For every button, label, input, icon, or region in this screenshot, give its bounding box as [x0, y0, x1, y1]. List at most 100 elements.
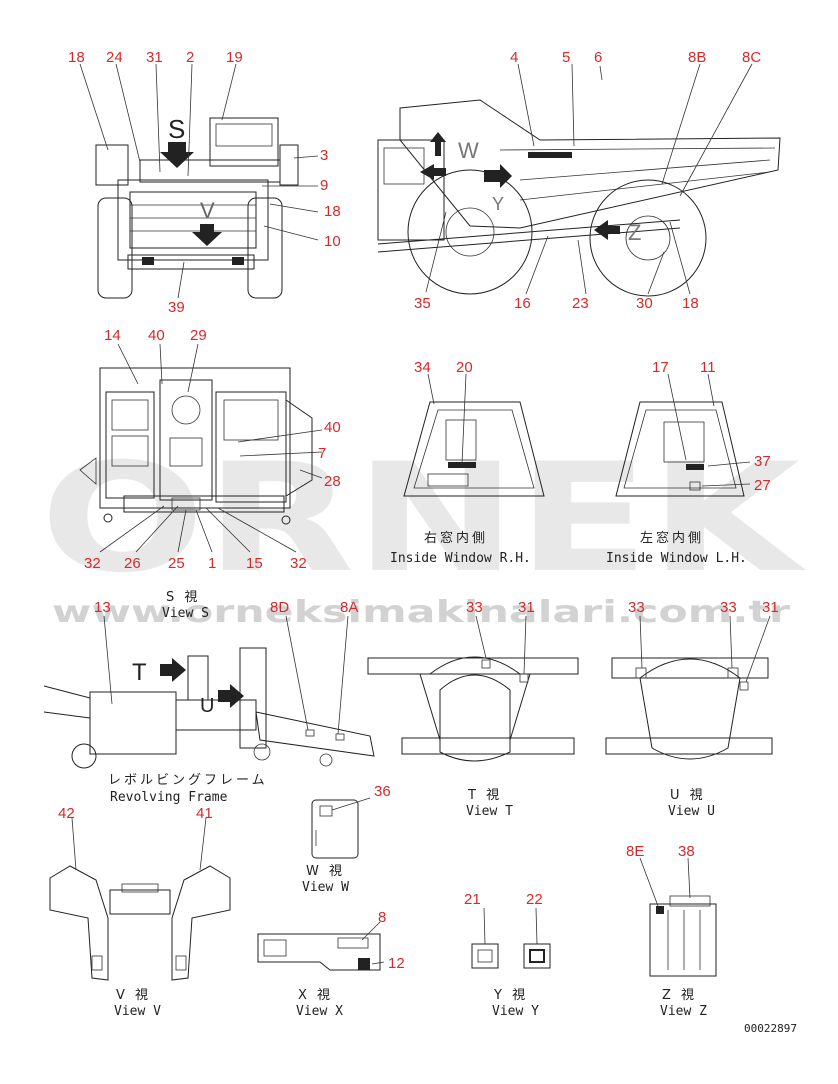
- callout-lh-37: 37: [754, 453, 771, 470]
- callout-front-3: 3: [320, 147, 328, 164]
- leader-u-33a: [639, 615, 643, 669]
- revolving-letter-t: T: [132, 659, 147, 686]
- callout-side-35: 35: [414, 295, 431, 312]
- leader-rev-13: [103, 615, 113, 705]
- watermark-url: www.orneksimakinalari.com.tr: [52, 595, 790, 630]
- leader-rev-8a: [337, 615, 349, 735]
- callout-rear-14: 14: [104, 327, 121, 344]
- caption-view-z-jp: Z 視: [662, 988, 697, 1003]
- callout-lh-27: 27: [754, 477, 771, 494]
- callout-rear-40b: 40: [324, 419, 341, 436]
- callout-side-30: 30: [636, 295, 653, 312]
- caption-view-s-en: View S: [162, 606, 209, 621]
- view-w-drawing: [311, 799, 359, 859]
- callout-rev-8a: 8A: [340, 599, 358, 616]
- leader-v-42: [71, 817, 77, 871]
- callout-rh-20: 20: [456, 359, 473, 376]
- leader-z-38: [687, 857, 691, 899]
- leader-t-31: [523, 615, 527, 675]
- view-v-drawing: [49, 865, 231, 981]
- callout-w-36: 36: [374, 783, 391, 800]
- callout-front-19: 19: [226, 49, 243, 66]
- leader-lh-11: [707, 373, 715, 407]
- caption-view-y-jp: Y 視: [493, 988, 528, 1003]
- front-view-leaders: [79, 63, 319, 299]
- caption-inside-rh-en: Inside Window R.H.: [390, 551, 531, 566]
- callout-side-23: 23: [572, 295, 589, 312]
- callout-u-31: 31: [762, 599, 779, 616]
- callout-rev-13: 13: [94, 599, 111, 616]
- rear-view-leaders: [99, 343, 323, 553]
- callout-front-18b: 18: [324, 203, 341, 220]
- caption-view-w-jp: W 視: [306, 864, 345, 879]
- caption-view-v-en: View V: [114, 1004, 161, 1019]
- side-view-letter-z: Z: [628, 220, 641, 245]
- callout-rev-8d: 8D: [270, 599, 289, 616]
- leader-v-41: [199, 817, 207, 871]
- callout-side-16: 16: [514, 295, 531, 312]
- watermark-logo-text: ORNEK: [40, 432, 806, 606]
- callout-y-21: 21: [464, 891, 481, 908]
- view-x-drawing: [257, 933, 381, 971]
- callout-lh-11: 11: [700, 359, 716, 376]
- leader-lh-37: [707, 461, 751, 467]
- callout-rear-7: 7: [318, 445, 326, 462]
- caption-inside-rh-jp: 右窓内側: [424, 530, 488, 546]
- caption-view-x-jp: X 視: [298, 988, 333, 1003]
- revolving-letter-u: U: [200, 695, 214, 717]
- callout-side-5: 5: [562, 49, 570, 66]
- callout-z-8e: 8E: [626, 843, 644, 860]
- callout-rear-15: 15: [246, 555, 263, 572]
- leader-u-33b: [729, 615, 733, 669]
- leader-rh-34: [427, 373, 435, 405]
- caption-view-v-jp: V 視: [116, 988, 151, 1003]
- callout-front-18a: 18: [68, 49, 85, 66]
- callout-front-39: 39: [168, 299, 185, 316]
- leader-y-21: [483, 907, 486, 945]
- leader-u-31: [745, 615, 771, 683]
- leader-t-33: [475, 615, 487, 659]
- view-z-drawing: [649, 895, 717, 977]
- side-view-letter-y: Y: [492, 194, 504, 214]
- callout-v-42: 42: [58, 805, 75, 822]
- revolving-frame-drawing: [43, 647, 375, 769]
- callout-u-33a: 33: [628, 599, 645, 616]
- callout-rear-26: 26: [124, 555, 141, 572]
- caption-revolving-jp: レボルビングフレーム: [108, 773, 268, 788]
- caption-view-u-en: View U: [668, 804, 715, 819]
- caption-view-y-en: View Y: [492, 1004, 539, 1019]
- leader-y-22: [535, 907, 538, 945]
- front-view-letter-v: V: [200, 198, 215, 223]
- view-t-drawing: [367, 656, 579, 762]
- leader-rev-8d: [285, 615, 309, 731]
- callout-side-6: 6: [594, 49, 602, 66]
- callout-u-33b: 33: [720, 599, 737, 616]
- callout-t-31: 31: [518, 599, 535, 616]
- view-u-drawing: [605, 657, 773, 760]
- callout-front-2: 2: [186, 49, 194, 66]
- callout-front-31: 31: [146, 49, 163, 66]
- callout-y-22: 22: [526, 891, 543, 908]
- callout-rear-32b: 32: [290, 555, 307, 572]
- view-y-drawing: [471, 943, 551, 969]
- caption-revolving-en: Revolving Frame: [110, 790, 228, 805]
- leader-lh-17: [667, 373, 687, 461]
- callout-side-18: 18: [682, 295, 699, 312]
- leader-rh-20: [461, 373, 467, 465]
- caption-view-w-en: View W: [302, 880, 349, 895]
- callout-rear-1: 1: [208, 555, 216, 572]
- callout-side-8c: 8C: [742, 49, 761, 66]
- side-view-letter-w: W: [458, 138, 479, 163]
- callout-side-8b: 8B: [688, 49, 706, 66]
- caption-view-x-en: View X: [296, 1004, 343, 1019]
- callout-rear-32a: 32: [84, 555, 101, 572]
- caption-view-t-en: View T: [466, 804, 513, 819]
- leader-x-12: [371, 961, 385, 965]
- document-number: 00022897: [744, 1022, 797, 1035]
- callout-front-9: 9: [320, 177, 328, 194]
- caption-inside-lh-en: Inside Window L.H.: [606, 551, 747, 566]
- leader-lh-27: [701, 483, 751, 487]
- caption-view-s-jp: S 視: [166, 590, 200, 605]
- caption-view-u-jp: U 視: [670, 788, 706, 803]
